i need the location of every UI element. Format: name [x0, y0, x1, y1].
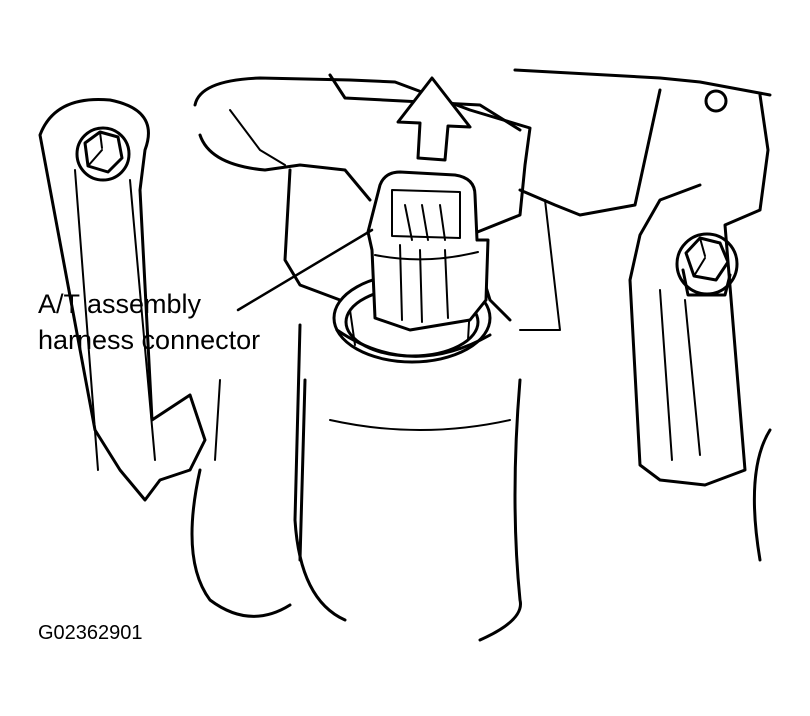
right-bolt: [675, 232, 739, 297]
callout-line-1: A/T assembly: [38, 289, 202, 319]
callout-leader-line: [236, 228, 374, 312]
transmission-tube: [190, 323, 772, 642]
right-bracket: [628, 89, 770, 487]
connector-callout-label: A/T assembly harness connector: [38, 286, 260, 358]
callout-line-2: harness connector: [38, 325, 261, 355]
left-bolt: [75, 126, 131, 182]
figure-code: G02362901: [38, 622, 143, 644]
pull-up-arrow: [396, 76, 472, 162]
left-bracket: [38, 97, 207, 502]
housing-casting: [193, 68, 772, 331]
harness-connector: [366, 170, 490, 332]
